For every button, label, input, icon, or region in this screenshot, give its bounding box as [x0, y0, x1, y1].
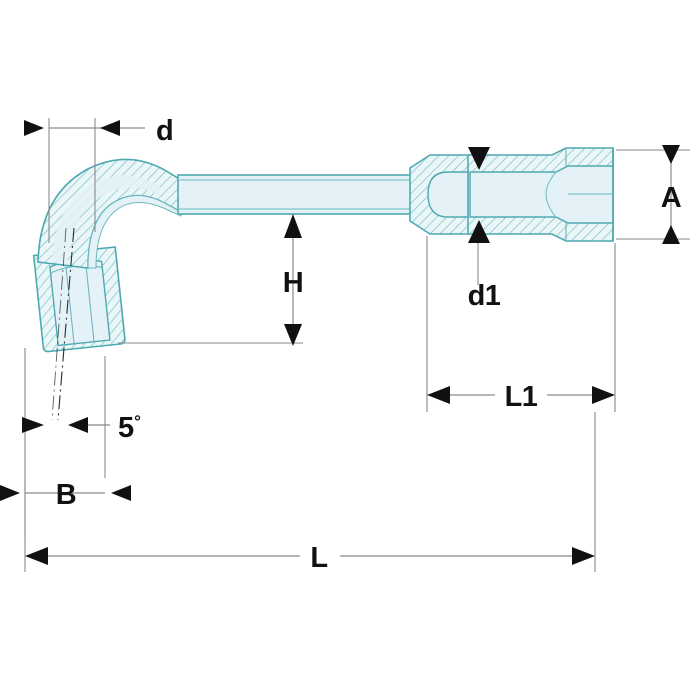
dimension-d1: d1 [468, 147, 501, 312]
dimension-B: B [0, 479, 131, 511]
wrench-part-geometry [32, 147, 614, 421]
socket-nose-cavity [427, 171, 471, 218]
arrowhead-d-right [100, 120, 120, 136]
dimension-A: A [661, 145, 682, 244]
dimension-H: H [283, 214, 304, 346]
arrowhead-a-bottom [662, 225, 680, 244]
head-axis-centerline-secondary [51, 227, 67, 421]
socket-bore-taper-arc [545, 171, 557, 218]
arrowhead-l1-left [427, 386, 450, 404]
head-flute-line [84, 259, 95, 342]
head-flute-line [64, 261, 75, 344]
dimension-d: d [24, 115, 174, 147]
arrowhead-l-right [572, 547, 595, 565]
dimension-label-l: L [310, 542, 327, 574]
dimension-angle-5deg: 5° [22, 412, 141, 444]
wrench-head-assembly [32, 246, 126, 353]
arrowhead-l-left [25, 547, 48, 565]
arrowhead-d-left [24, 120, 44, 136]
head-axis-centerline [57, 227, 75, 421]
dimension-L: L [25, 538, 595, 574]
label-backdrop-l [300, 538, 340, 574]
elbow-throat-fill [52, 175, 160, 264]
arrowhead-h-bottom [284, 324, 302, 346]
extension-lines [24, 118, 690, 572]
dimension-label-d1: d1 [468, 280, 501, 312]
label-backdrop-l1 [495, 378, 547, 412]
wrench-shaft [177, 174, 414, 215]
arrowhead-a-top [662, 145, 680, 164]
degree-symbol: ° [134, 412, 141, 431]
arrowhead-h-top [284, 214, 302, 238]
dimension-label-d: d [156, 115, 173, 147]
arrowhead-d1-top [468, 147, 490, 170]
arrowhead-5deg-right [68, 417, 88, 433]
arrowhead-l1-right [592, 386, 615, 404]
dimension-L1: L1 [427, 378, 615, 413]
arrowhead-d1-bottom [468, 220, 490, 243]
dimension-label-b: B [56, 479, 76, 511]
dimension-label-h: H [283, 267, 303, 299]
dimension-label-a: A [661, 182, 682, 214]
arrowhead-b-right [111, 485, 131, 501]
arrowhead-b-left [0, 485, 20, 501]
dimension-label-l1: L1 [505, 381, 538, 413]
arrowhead-5deg-left [22, 417, 44, 433]
dimension-label-5deg: 5° [118, 412, 141, 444]
angle-value: 5 [118, 412, 134, 444]
